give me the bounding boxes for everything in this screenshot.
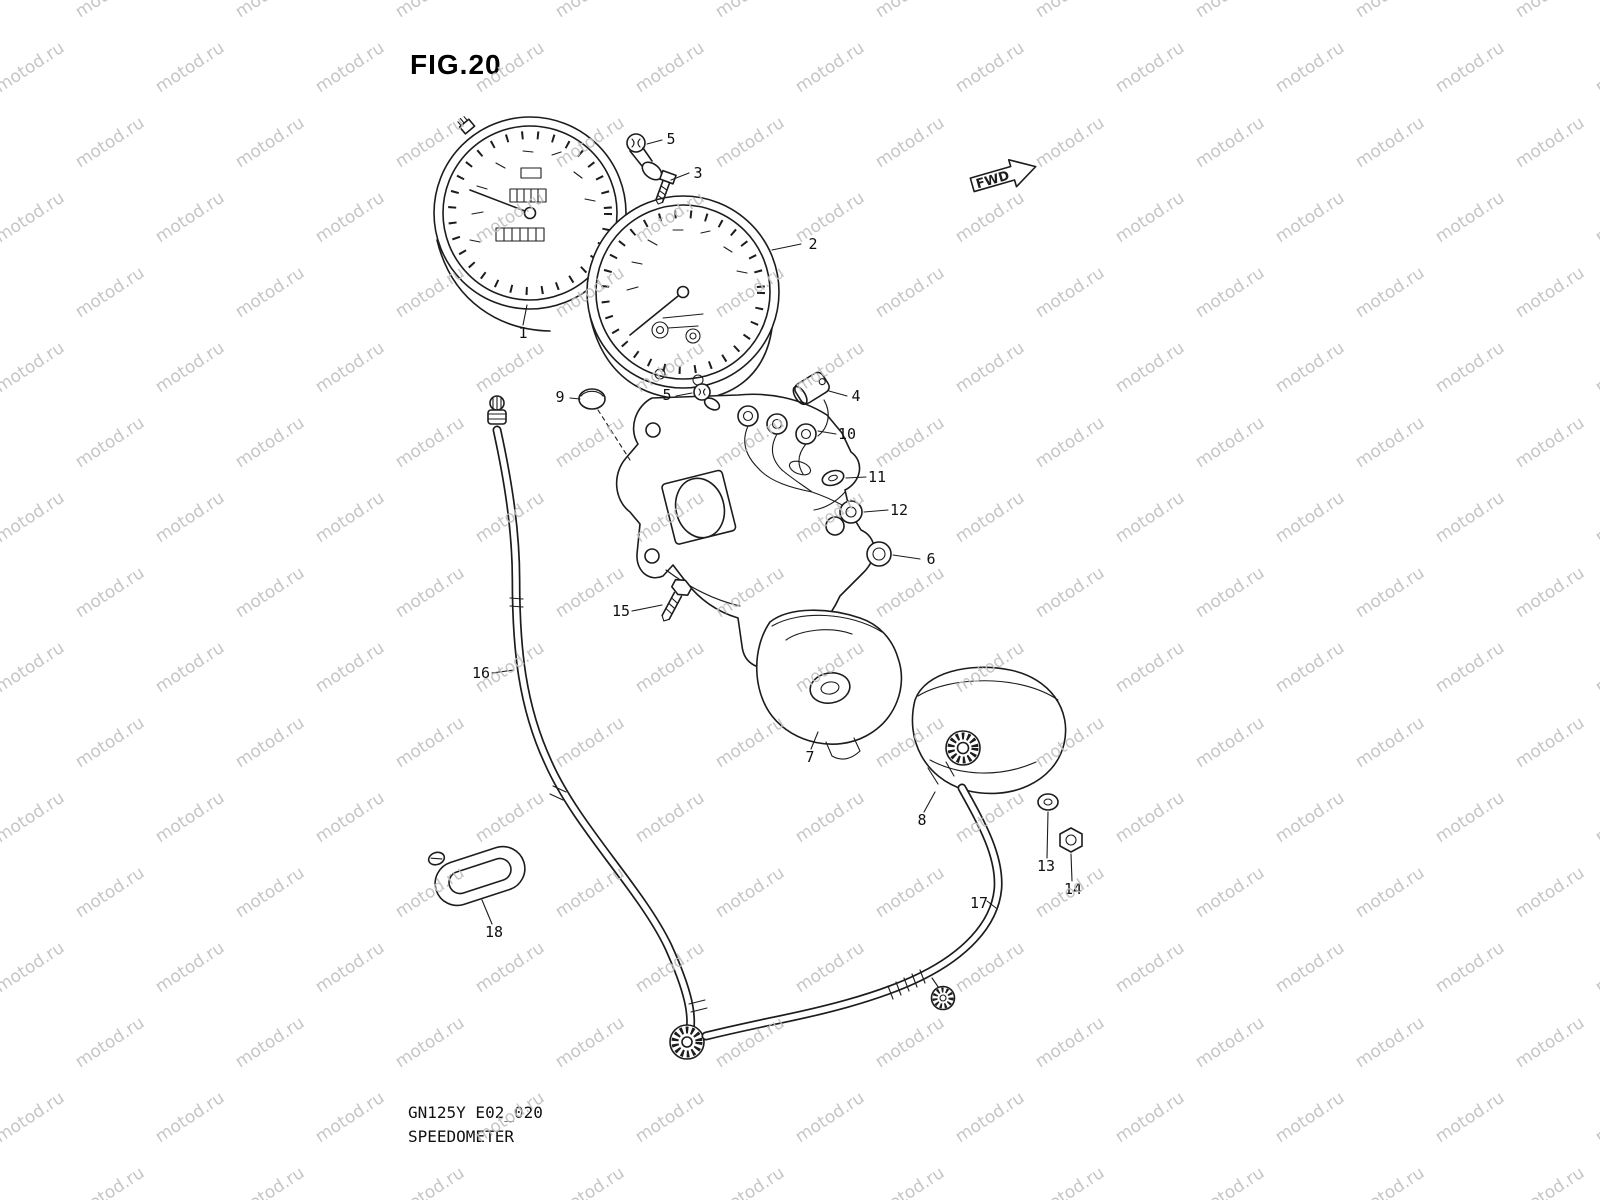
part-callouts: 1 2 5 3 9 5 4 10 11 12 6 15 16 [472, 130, 1082, 941]
housing-lower-8 [911, 666, 1067, 795]
callout-part-14: 14 [1064, 880, 1082, 898]
odometer-window [509, 188, 547, 203]
indicator-lamp-hole [651, 321, 669, 339]
leader-line [845, 476, 867, 479]
leader-line [817, 430, 837, 435]
bulb-lower [693, 383, 721, 411]
callout-part-13: 13 [1037, 857, 1055, 875]
leader-line [481, 899, 493, 925]
gauge-speedometer [433, 116, 627, 332]
leader-line [892, 554, 921, 560]
leader-line [810, 731, 819, 750]
leader-line [569, 397, 581, 400]
callout-part-1: 1 [518, 324, 527, 342]
leader-line [646, 139, 663, 145]
bulb-socket-harness [737, 405, 849, 509]
gauge-tachometer [586, 195, 780, 401]
callout-part-7: 7 [805, 748, 814, 766]
callout-part-9: 9 [555, 388, 564, 406]
bulb-top [626, 133, 663, 181]
cable-clamp [427, 845, 526, 907]
housing-lower-7 [755, 609, 903, 760]
washer-13 [1037, 793, 1059, 811]
fwd-arrow: FWD [969, 158, 1037, 193]
leader-line [1046, 811, 1049, 859]
leader-line [670, 172, 690, 181]
leader-line [986, 900, 997, 909]
leader-line [863, 509, 889, 513]
leader-line [828, 390, 848, 397]
callout-part-11: 11 [868, 468, 886, 486]
callout-part-16: 16 [472, 664, 490, 682]
cable-upper-connector [487, 395, 507, 425]
tachometer-cable [701, 783, 1003, 1041]
bracket-hole [645, 422, 661, 438]
socket-4 [792, 371, 830, 437]
callout-part-5a: 5 [666, 130, 675, 148]
socket-12 [839, 500, 863, 524]
callout-part-10: 10 [838, 425, 856, 443]
callout-part-4: 4 [851, 387, 860, 405]
callout-part-6: 6 [926, 550, 935, 568]
mounting-stud [654, 368, 666, 380]
trip-reset-knob [457, 116, 476, 135]
speedometer-needle [469, 189, 531, 214]
callout-part-15: 15 [612, 602, 630, 620]
cable-boss-hole [809, 672, 851, 704]
grommet-11 [821, 469, 845, 487]
leader-line [771, 243, 802, 251]
bracket-hole [644, 548, 660, 564]
gauge-tick-ring [601, 210, 765, 374]
callout-part-5b: 5 [662, 386, 671, 404]
figure-model-code: GN125Y E02_020 [408, 1103, 543, 1122]
cable-lower-connector [669, 999, 708, 1060]
callout-part-18: 18 [485, 923, 503, 941]
gauge-logo-box [520, 167, 542, 179]
bracket-hole [825, 516, 845, 536]
leader-line [491, 669, 515, 674]
leader-line [923, 791, 936, 813]
bolt-15 [661, 578, 693, 622]
callout-part-2: 2 [808, 235, 817, 253]
cap-9 [578, 388, 631, 461]
leader-line [522, 304, 528, 326]
gauge-tick-ring [448, 131, 612, 295]
leader-line [675, 392, 693, 397]
leader-line [631, 604, 663, 612]
nut-14 [1059, 827, 1083, 853]
tachometer-needle [629, 291, 684, 336]
fwd-label: FWD [974, 169, 1011, 193]
callout-part-3: 3 [693, 164, 702, 182]
bracket-slot [788, 460, 812, 476]
clamp-screw [427, 851, 446, 866]
speedometer-cable [487, 395, 708, 1060]
callout-part-17: 17 [970, 894, 988, 912]
leader-line [1070, 853, 1073, 882]
callout-part-8: 8 [917, 811, 926, 829]
callout-part-12: 12 [890, 501, 908, 519]
screw-sensor [655, 169, 677, 205]
indicator-lamp-hole [685, 328, 701, 344]
grommet-6 [866, 541, 892, 567]
cable-union-joint [887, 969, 956, 1011]
figure-title: FIG.20 [410, 49, 502, 80]
figure-caption: SPEEDOMETER [408, 1127, 514, 1146]
